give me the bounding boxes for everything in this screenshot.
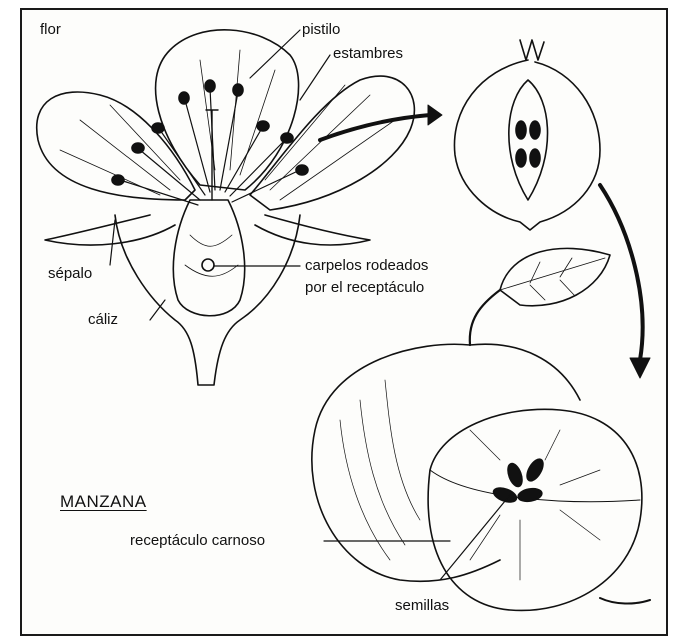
label-estambres: estambres [333,46,403,61]
petal-lower-right [255,215,370,245]
developing-fruit-section [454,40,600,230]
petal-lower-left [45,215,175,245]
apple-drawing [312,248,650,610]
arrow-fruit-to-apple [600,185,643,360]
arrow-flower-to-fruit [320,115,430,140]
label-carpelos-line2: por el receptáculo [305,280,424,295]
label-pistilo: pistilo [302,22,340,37]
label-manzana: MANZANA [60,492,147,512]
apple-whole [312,344,500,581]
petal-right [250,76,414,210]
label-sepalo: sépalo [48,266,92,281]
carpel-center [202,259,214,271]
label-receptaculo-carnoso: receptáculo carnoso [130,533,265,548]
leaf [500,248,610,305]
leader-estambres [300,55,330,100]
label-flor: flor [40,22,61,37]
flower-drawing [37,30,415,385]
calyx [115,215,300,385]
ovary [173,200,244,316]
leader-sepalo [110,220,115,265]
label-carpelos-line1: carpelos rodeados [305,258,428,273]
apple-half [428,409,642,610]
leader-semillas [440,495,510,580]
label-semillas: semillas [395,598,449,613]
label-caliz: cáliz [88,312,118,327]
